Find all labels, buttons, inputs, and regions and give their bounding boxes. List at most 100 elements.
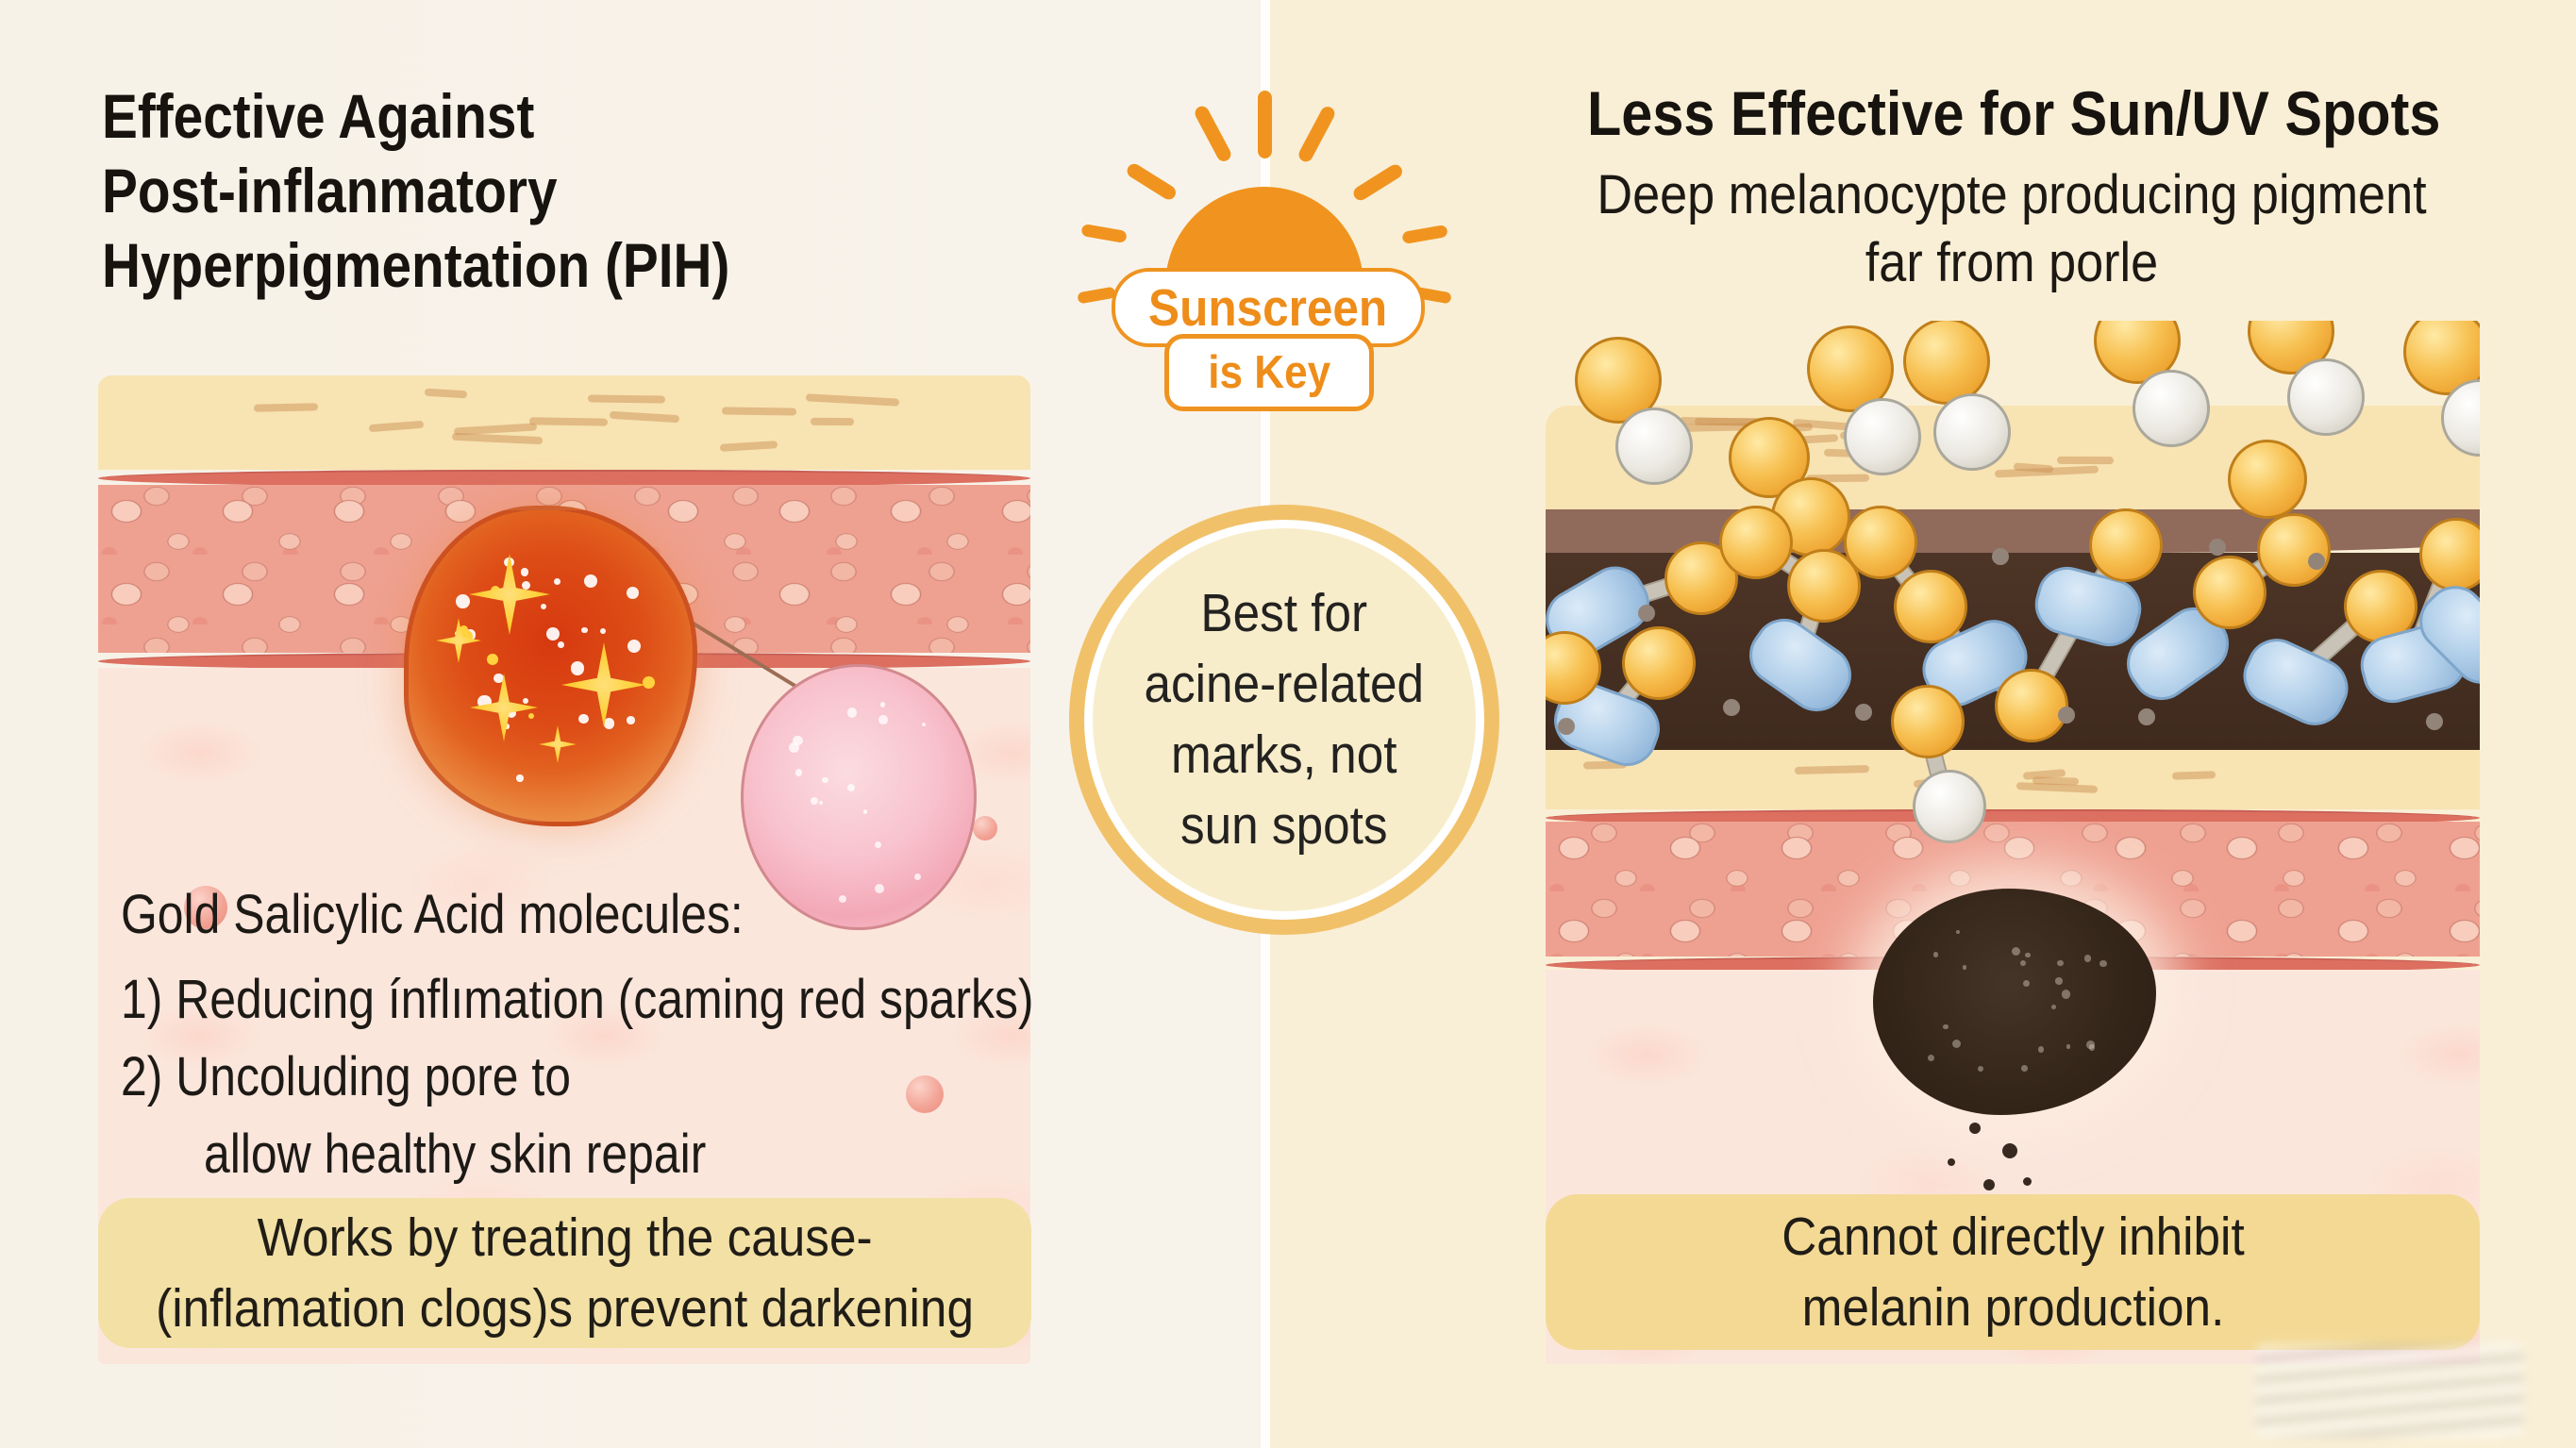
molecule-gold-sphere [1719, 506, 1793, 579]
circle-line2: acine-related [1144, 653, 1425, 714]
molecule-white-sphere [1844, 398, 1921, 475]
left-title-line3: Hyperpigmentation (PIH) [102, 230, 730, 301]
spot-speckle [1952, 1039, 1962, 1049]
healed-speckle [878, 714, 888, 724]
right-subtitle-line1: Deep melanocypte producing pigment [1597, 163, 2427, 225]
sun-icon [1078, 91, 1451, 304]
stratum-stroke [810, 418, 854, 426]
blob-white-speckle [557, 641, 564, 649]
stratum-stroke [721, 407, 796, 416]
left-callout-line2: (inflamation clogs)s prevent darkening [156, 1277, 974, 1339]
spot-speckle [2050, 1004, 2056, 1009]
stratum-stroke [368, 420, 424, 433]
melanin-gray-dot [1992, 548, 2009, 565]
blob-white-speckle [516, 774, 524, 782]
spot-speckle [2025, 952, 2031, 958]
dermis-pink-dot [973, 816, 997, 841]
blob-white-speckle [522, 697, 529, 704]
melanin-gray-dot [1638, 605, 1655, 622]
list-item-2-continued: allow healthy skin repair [204, 1123, 707, 1185]
spot-speckle [2088, 1044, 2096, 1051]
melanin-gray-dot [2138, 708, 2155, 725]
spot-speckle [2021, 1065, 2028, 1073]
healed-speckle [875, 841, 882, 848]
molecule-gold-sphere [1891, 685, 1965, 758]
molecule-gold-sphere [1995, 669, 2068, 742]
left-title-line1: Effective Against [102, 81, 535, 151]
left-panel-title: Effective Against Post-inflanmatory Hype… [102, 79, 832, 304]
pigment-trail-dot [1969, 1123, 1981, 1134]
spot-speckle [1977, 1065, 1984, 1073]
molecules-heading: Gold Salicylic Acid molecules: [121, 884, 744, 945]
melanin-gray-dot [2308, 553, 2325, 570]
pigment-trail-dot [2002, 1143, 2017, 1158]
blob-gold-dot [528, 713, 535, 720]
blob-white-speckle [493, 673, 504, 684]
healed-pink-spot [741, 664, 977, 930]
molecule-gold-sphere [1894, 570, 1967, 643]
blob-gold-dot [459, 625, 469, 635]
dermis-pink-dot [906, 1075, 944, 1113]
circle-note-text: Best for acine-related marks, not sun sp… [1129, 578, 1440, 862]
spot-speckle [1956, 929, 1961, 935]
molecule-white-sphere [1933, 393, 2011, 471]
blob-white-speckle [578, 713, 589, 724]
stratum-stroke [1994, 465, 2099, 478]
stratum-stroke [609, 410, 679, 424]
healed-speckle [819, 801, 824, 806]
stratum-stroke [806, 393, 900, 408]
healed-speckle [921, 723, 927, 727]
right-panel-title: Less Effective for Sun/UV Spots [1587, 78, 2441, 148]
healed-speckle [838, 894, 847, 904]
left-skin-red-line-1 [98, 470, 1030, 487]
watermark-smudge [2255, 1343, 2524, 1438]
molecule-gold-sphere [2193, 556, 2267, 629]
healed-speckle [913, 873, 922, 881]
spot-speckle [2022, 980, 2030, 987]
circle-line3: marks, not [1171, 724, 1397, 785]
is-key-text: is Key [1208, 347, 1330, 398]
healed-speckle [821, 776, 828, 784]
spot-speckle [2061, 990, 2071, 999]
blob-white-speckle [540, 603, 547, 610]
molecule-gold-sphere [2419, 518, 2480, 591]
circle-line4: sun spots [1180, 795, 1388, 857]
spot-speckle [1932, 952, 1939, 958]
right-callout-text: Cannot directly inhibit melanin producti… [1756, 1202, 2270, 1341]
stratum-stroke [529, 417, 608, 426]
blob-white-speckle [570, 660, 585, 675]
stratum-stroke [452, 432, 544, 445]
spot-speckle [2099, 959, 2108, 968]
sunscreen-badge: Sunscreen is Key [1076, 83, 1453, 411]
blob-white-speckle [520, 568, 529, 576]
healed-speckle [879, 702, 886, 707]
molecule-gold-sphere [1844, 506, 1917, 579]
molecule-gold-sphere [1807, 325, 1894, 412]
healed-speckle [789, 742, 800, 753]
molecule-gold-sphere [1903, 321, 1990, 405]
spot-speckle [1927, 1054, 1935, 1062]
molecule-white-sphere [1913, 770, 1986, 843]
blob-white-speckle [599, 627, 607, 635]
right-callout-box: Cannot directly inhibit melanin producti… [1546, 1194, 2480, 1350]
circle-line1: Best for [1200, 582, 1368, 643]
melanin-gray-dot [1723, 699, 1740, 716]
right-panel-heading: Less Effective for Sun/UV Spots Deep mel… [1540, 79, 2484, 298]
blob-white-speckle [581, 626, 588, 634]
spot-speckle [2011, 946, 2020, 956]
healed-speckle [811, 796, 819, 805]
spot-speckle [2066, 1044, 2071, 1049]
left-title-line2: Post-inflanmatory [102, 156, 558, 226]
spot-speckle [1943, 1024, 1949, 1030]
melanin-gray-dot [1558, 718, 1575, 735]
blob-white-speckle [627, 639, 641, 654]
molecule-gold-sphere [2228, 440, 2307, 519]
molecule-gold-sphere [2257, 513, 2331, 587]
is-key-box: is Key [1164, 334, 1374, 411]
dermis-pink-dot [184, 886, 227, 929]
spot-speckle [2037, 1046, 2045, 1053]
healed-speckle [792, 735, 803, 746]
blob-white-speckle [545, 626, 560, 641]
stratum-stroke [2032, 776, 2079, 786]
